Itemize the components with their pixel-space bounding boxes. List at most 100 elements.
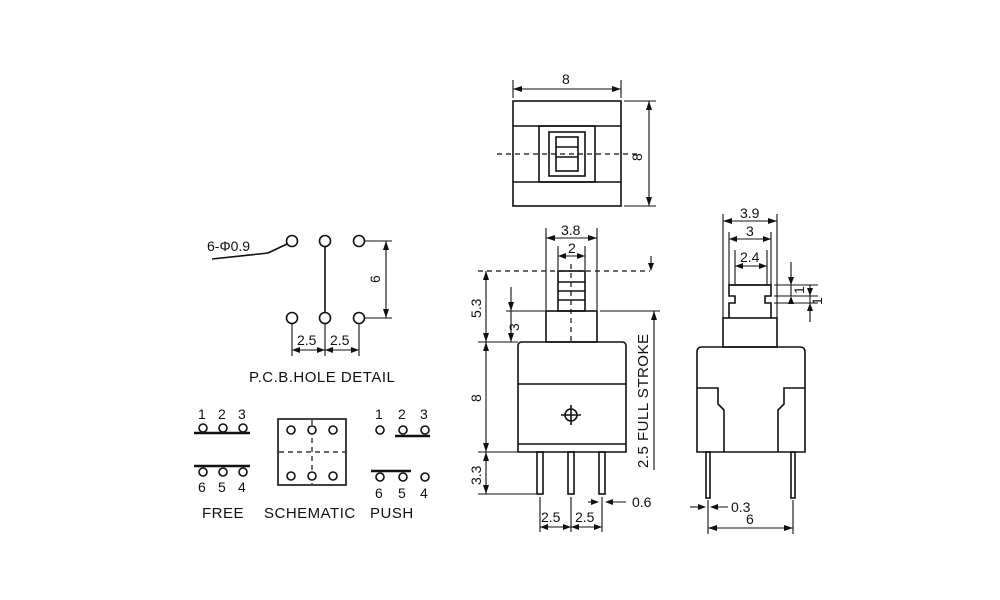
contact bbox=[286, 471, 296, 481]
dim-arrow bbox=[513, 86, 522, 92]
front-pin bbox=[536, 451, 544, 495]
dim-arrow bbox=[508, 302, 514, 311]
dim-arrow bbox=[759, 263, 767, 269]
front-pin bbox=[598, 451, 606, 495]
dim-pitch-left: 2.5 bbox=[297, 332, 317, 348]
contact bbox=[198, 467, 208, 477]
dim-notch-b: 1 bbox=[809, 297, 825, 305]
contact bbox=[218, 467, 228, 477]
dim-pin-width: 0.6 bbox=[632, 494, 652, 510]
dim-side-middle: 3 bbox=[746, 223, 754, 239]
dim-side-outer: 3.9 bbox=[740, 205, 760, 221]
dim-arrow bbox=[577, 253, 585, 259]
dim-front-pitch-right: 2.5 bbox=[575, 509, 595, 525]
side-body bbox=[696, 346, 806, 453]
contact bbox=[375, 472, 385, 482]
contact bbox=[398, 425, 408, 435]
dim-pitch-right: 2.5 bbox=[330, 332, 350, 348]
top-view: 8 8 bbox=[497, 71, 656, 207]
dim-front-pitch-left: 2.5 bbox=[541, 509, 561, 525]
dim-arrow bbox=[605, 499, 613, 505]
top-actuator-outer bbox=[548, 131, 586, 177]
schematic-square bbox=[277, 418, 347, 486]
dim-arrow bbox=[788, 277, 794, 285]
free-label: FREE bbox=[202, 505, 244, 522]
contact bbox=[420, 425, 430, 435]
dim-arrow bbox=[807, 288, 813, 296]
dim-arrow bbox=[325, 347, 333, 353]
side-view: 3.9 3 2.4 1 1 bbox=[690, 205, 825, 534]
dim-arrow bbox=[483, 271, 489, 280]
front-view: 3.8 2 bbox=[468, 222, 660, 532]
dim-arrow bbox=[735, 263, 743, 269]
pcb-hole bbox=[318, 234, 332, 248]
push-label: PUSH bbox=[370, 505, 414, 522]
dim-arrow bbox=[540, 524, 548, 530]
free-state-symbol: 1 2 3 6 5 4 bbox=[194, 406, 250, 495]
free-pin-6: 6 bbox=[198, 479, 206, 495]
pcb-hole bbox=[285, 234, 299, 248]
dim-pin-span: 6 bbox=[746, 511, 754, 527]
side-body-cutout-left bbox=[697, 387, 725, 452]
free-pin-2: 2 bbox=[218, 406, 226, 422]
dim-pin-thickness: 0.3 bbox=[731, 499, 751, 515]
dim-arrow bbox=[383, 309, 389, 318]
dim-total-height: 5.3 bbox=[468, 298, 484, 318]
dim-arrow bbox=[768, 218, 777, 224]
dim-actuator-inner: 2 bbox=[568, 240, 576, 256]
schematic-label: SCHEMATIC bbox=[264, 505, 356, 522]
front-pin bbox=[567, 451, 575, 495]
contact bbox=[286, 425, 296, 435]
dim-arrow bbox=[351, 347, 359, 353]
push-pin-5: 5 bbox=[398, 485, 406, 501]
dim-arrow bbox=[788, 296, 794, 304]
side-body-cutout-right bbox=[777, 387, 805, 452]
dim-arrow bbox=[563, 524, 571, 530]
contact bbox=[328, 471, 338, 481]
hole-spec-label: 6-Φ0.9 bbox=[207, 238, 250, 254]
free-pin-4: 4 bbox=[238, 479, 246, 495]
dim-arrow bbox=[483, 485, 489, 494]
free-pin-1: 1 bbox=[198, 406, 206, 422]
push-state-symbol: 1 2 3 6 5 4 bbox=[371, 406, 430, 501]
push-pin-4: 4 bbox=[420, 485, 428, 501]
dim-full-stroke: 2.5 FULL STROKE bbox=[635, 334, 652, 469]
pcb-hole bbox=[352, 311, 366, 325]
dim-arrow bbox=[648, 263, 654, 271]
contact bbox=[420, 472, 430, 482]
pcb-hole bbox=[285, 311, 299, 325]
dim-pin-length: 3.3 bbox=[468, 465, 484, 485]
dim-arrow bbox=[646, 101, 652, 110]
hole-spec-leader bbox=[211, 252, 269, 260]
dim-arrow bbox=[807, 303, 813, 311]
contact bbox=[218, 423, 228, 433]
side-pin bbox=[790, 451, 796, 499]
top-body-outline bbox=[512, 100, 622, 207]
contact bbox=[238, 423, 248, 433]
dim-arrow bbox=[698, 504, 706, 510]
contact bbox=[307, 471, 317, 481]
dim-arrow bbox=[483, 443, 489, 452]
dim-arrow bbox=[317, 347, 325, 353]
dim-arrow bbox=[508, 333, 514, 342]
dim-arrow bbox=[483, 333, 489, 342]
pcb-hole bbox=[352, 234, 366, 248]
side-collar bbox=[722, 317, 778, 348]
dim-body-height: 8 bbox=[468, 394, 484, 402]
dim-actuator-step: 3 bbox=[506, 323, 522, 331]
dim-arrow bbox=[651, 311, 657, 320]
dim-arrow bbox=[612, 86, 621, 92]
dim-arrow bbox=[784, 525, 793, 531]
dim-arrow bbox=[558, 253, 566, 259]
dim-arrow bbox=[483, 452, 489, 461]
dim-arrow bbox=[546, 235, 555, 241]
contact bbox=[238, 467, 248, 477]
side-plunger bbox=[728, 284, 772, 318]
hole-spec-leader-end bbox=[267, 243, 288, 254]
dim-arrow bbox=[708, 525, 717, 531]
top-actuator-frame bbox=[538, 125, 596, 183]
schematic-box bbox=[277, 418, 347, 486]
contact bbox=[398, 472, 408, 482]
contact bbox=[328, 425, 338, 435]
dim-top-width: 8 bbox=[562, 71, 570, 87]
